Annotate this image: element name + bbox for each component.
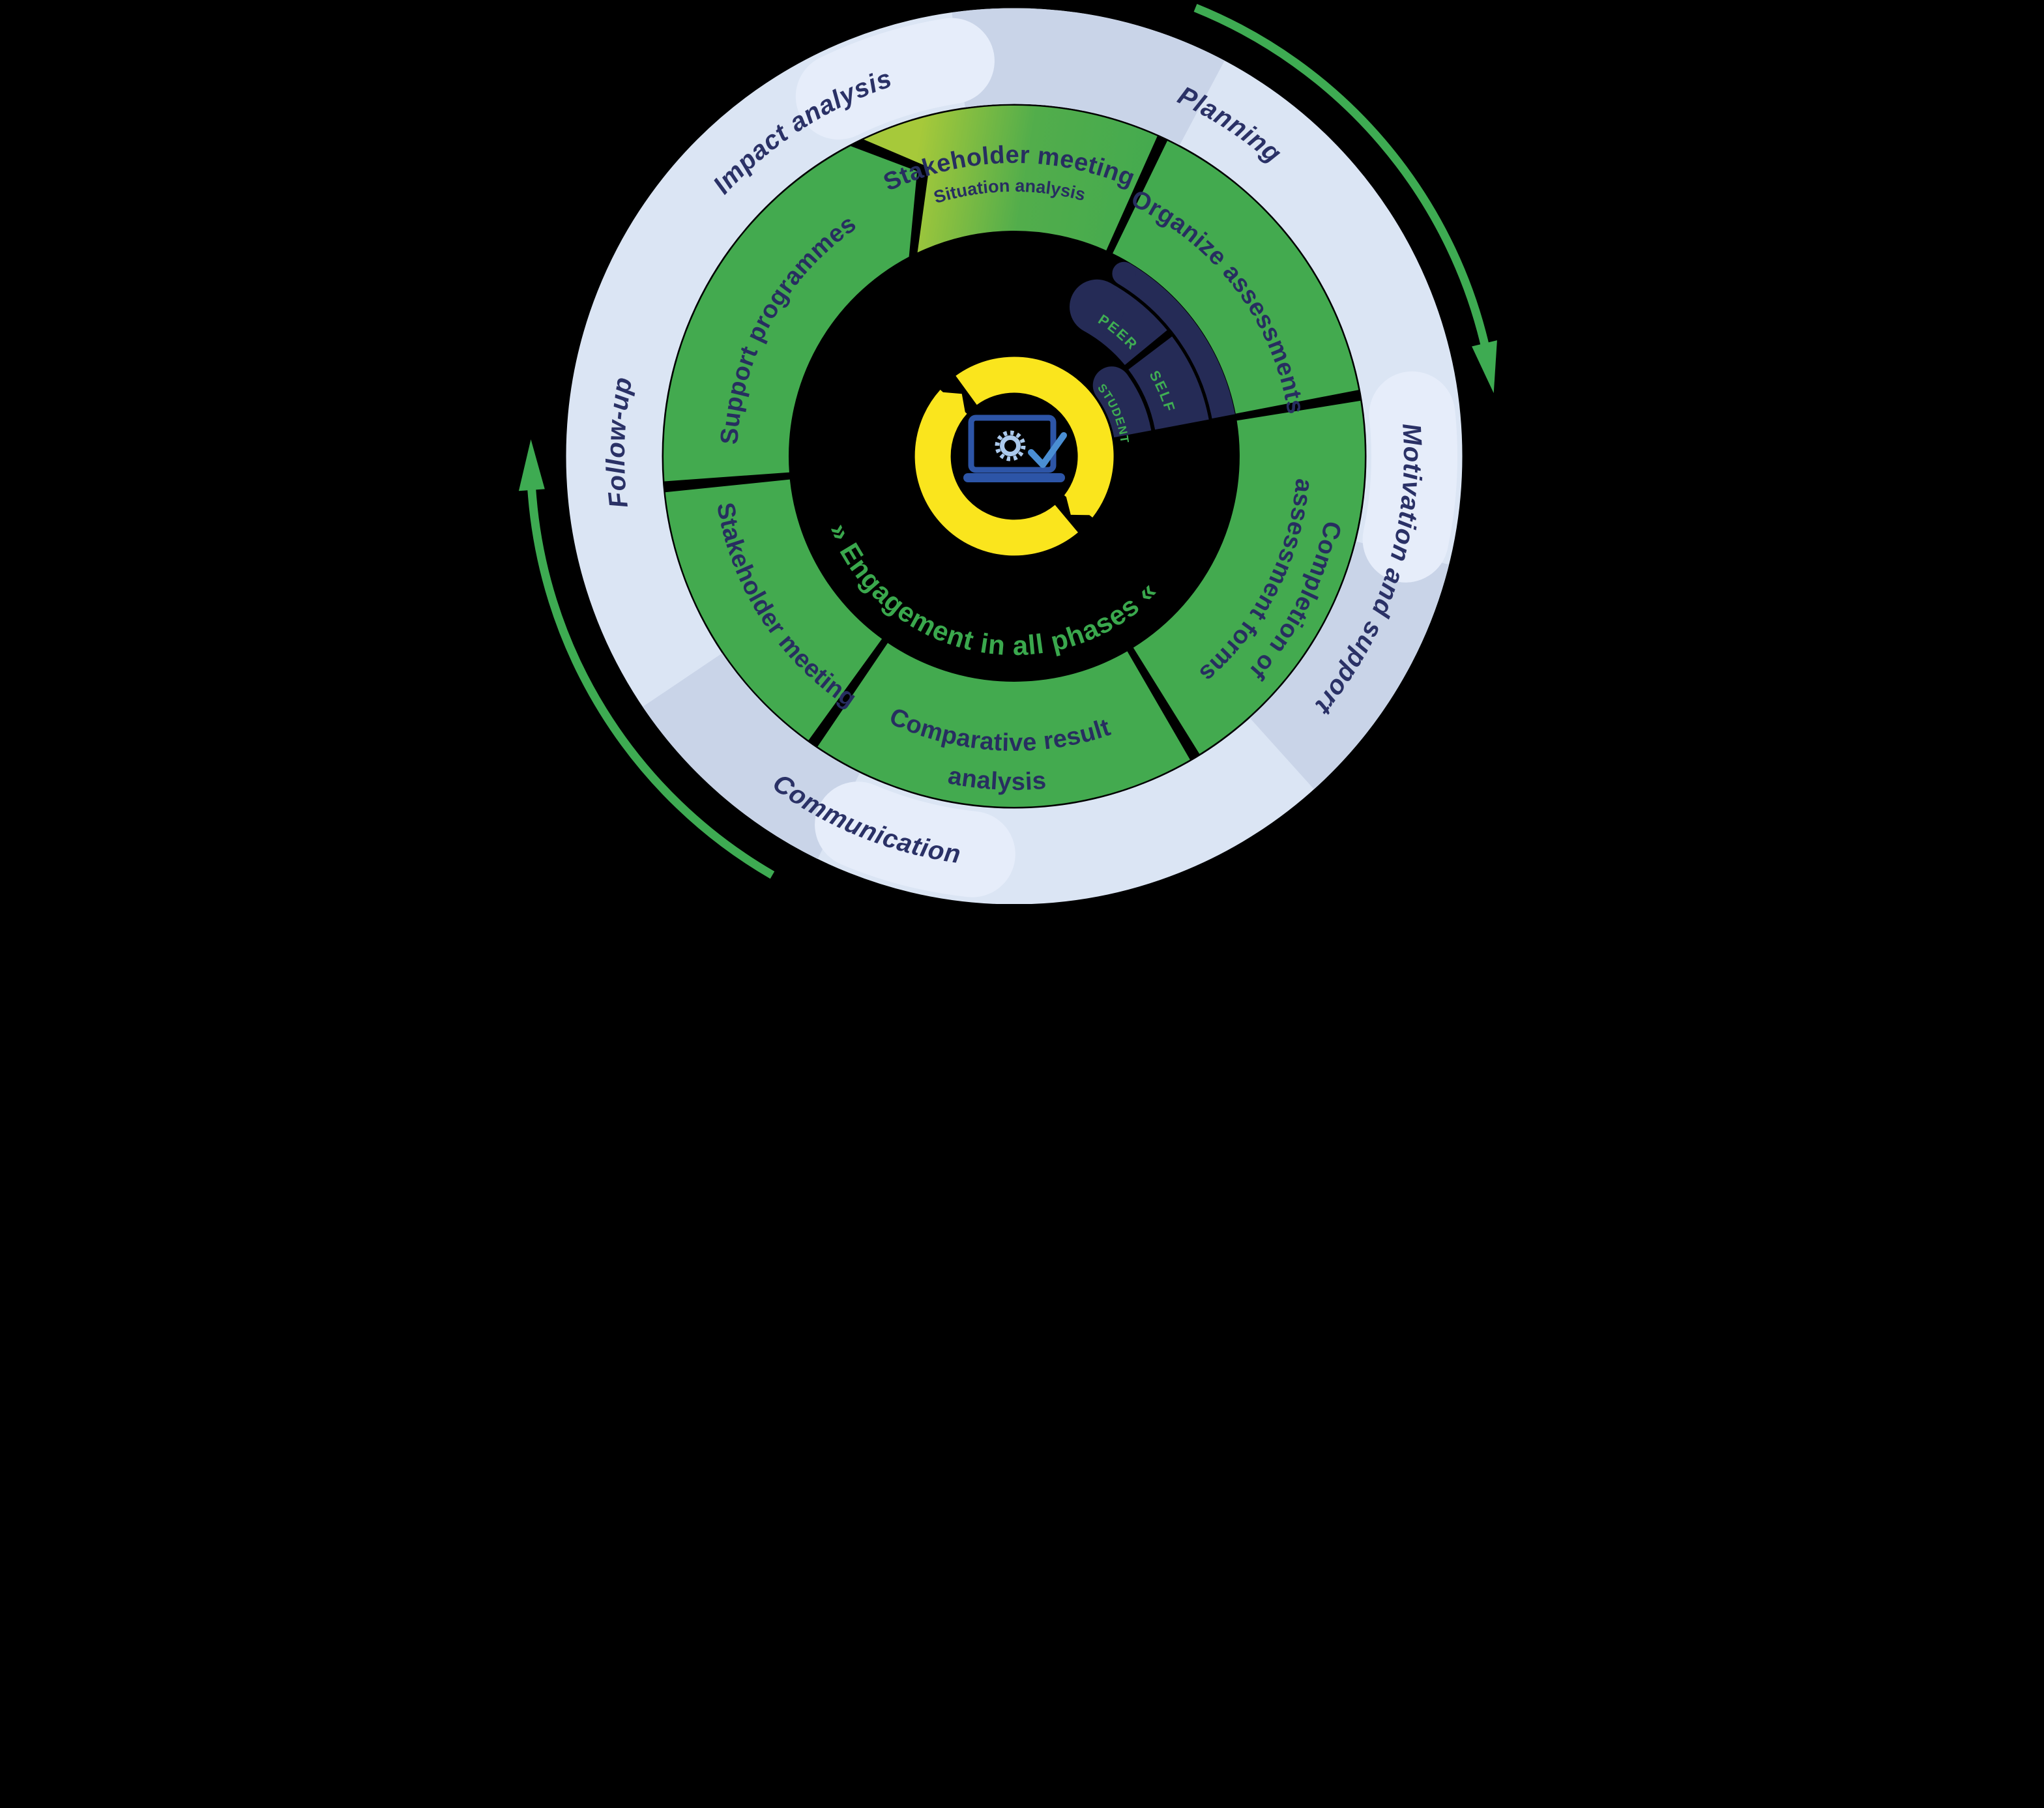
phase-segment-support-programmes xyxy=(664,146,918,482)
checkmark-icon xyxy=(1028,432,1067,468)
cycle-loop-tip-icon xyxy=(1065,494,1094,516)
laptop-icon xyxy=(963,415,1067,482)
arc-arrow-icon xyxy=(1193,3,1490,349)
laptop-base-icon xyxy=(963,473,1065,482)
yellow-cycle-ring xyxy=(914,357,1114,556)
assessment-cell-student-cap xyxy=(1092,366,1131,405)
arrowhead-icon xyxy=(1472,340,1497,394)
phase-segment-stakeholder-meeting-bottom xyxy=(665,479,883,740)
phase-segment-stakeholder-meeting-top xyxy=(864,105,1158,253)
cycle-arrow-bottom-left xyxy=(518,439,775,879)
cycle-loop-icon xyxy=(914,390,1078,556)
cycle-diagram: PEER SELF STUDENT Impact analysis Planni… xyxy=(511,0,1533,904)
assessment-cell-peer-cap xyxy=(1070,279,1124,334)
outer-ring-cap xyxy=(795,18,995,140)
gear-icon xyxy=(995,430,1026,461)
outer-ring-cap xyxy=(1362,371,1457,583)
phase-segment-completion-of-assessment-forms xyxy=(1133,400,1365,754)
assessment-band xyxy=(1118,263,1235,419)
cycle-loop-icon xyxy=(956,357,1114,518)
assessment-band-cap xyxy=(1112,261,1136,285)
assessment-cell-self xyxy=(1128,336,1209,431)
outer-ring xyxy=(566,8,1463,904)
phase-ring xyxy=(664,105,1365,808)
arc-arrow-icon xyxy=(527,485,775,879)
cycle-diagram-canvas: PEER SELF STUDENT Impact analysis Planni… xyxy=(518,3,1497,904)
outer-ring-shade xyxy=(1249,540,1450,789)
outer-ring-shade xyxy=(952,8,1225,146)
phase-segment-comparative-result-analysis xyxy=(817,643,1190,808)
cycle-arrow-top-right xyxy=(1193,3,1497,394)
outer-ring-shade xyxy=(643,652,860,859)
phase-segment-organize-assessments xyxy=(1113,141,1359,414)
arrowhead-icon xyxy=(518,439,545,491)
outer-ring-cap xyxy=(815,781,1015,897)
laptop-screen-icon xyxy=(968,415,1057,473)
